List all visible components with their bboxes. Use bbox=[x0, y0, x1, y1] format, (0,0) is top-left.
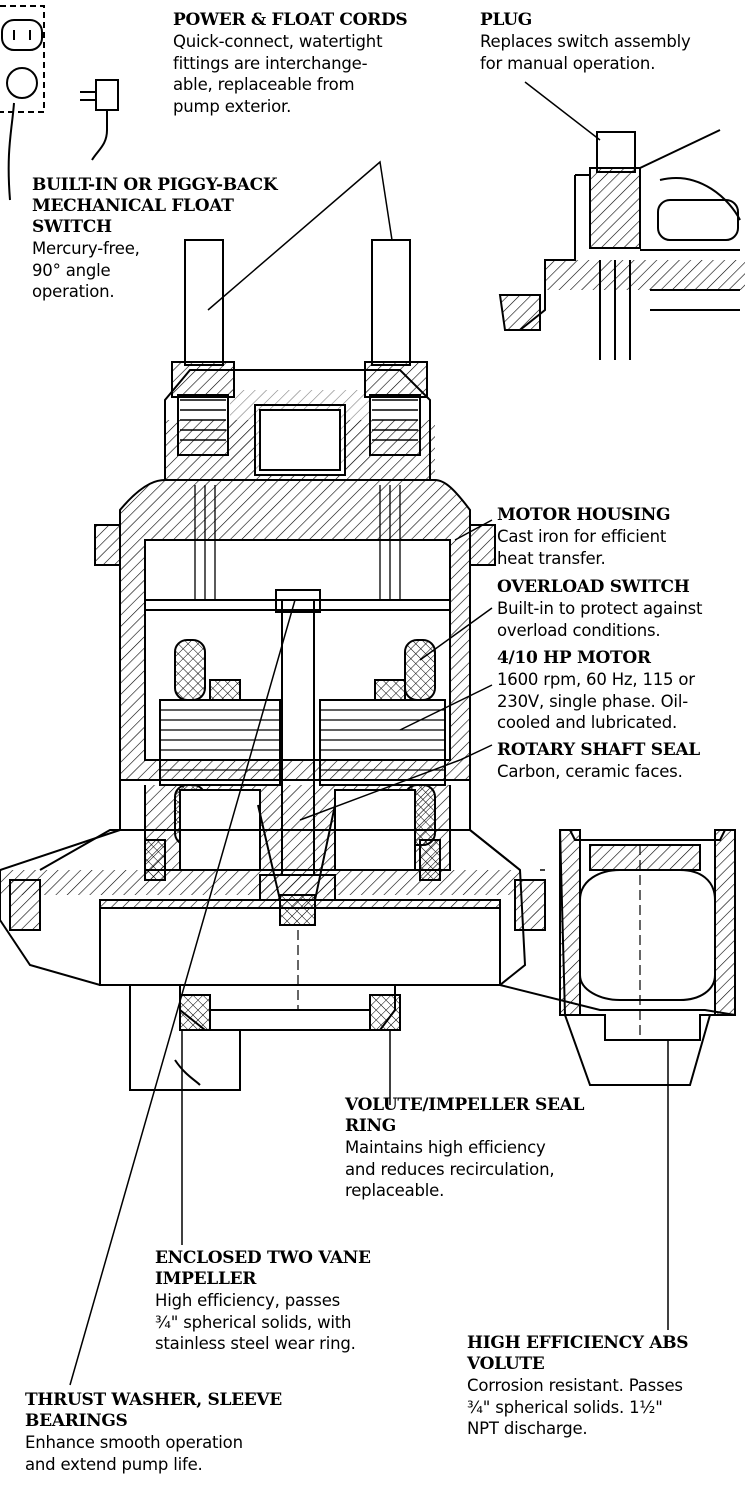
impeller-desc: High efficiency, passes ¾" spherical sol… bbox=[155, 1291, 356, 1353]
leader-lines bbox=[69, 81, 669, 1386]
label-plug: PLUG Replaces switch assembly for manual… bbox=[480, 10, 691, 74]
float-cord bbox=[371, 239, 411, 366]
label-float-switch: BUILT-IN OR PIGGY-BACK MECHANICAL FLOAT … bbox=[32, 175, 278, 303]
float-switch-desc: Mercury-free, 90° angle operation. bbox=[32, 239, 140, 301]
label-thrust-washer: THRUST WASHER, SLEEVE BEARINGS Enhance s… bbox=[25, 1390, 282, 1475]
volute-impeller-seal-title: VOLUTE/IMPELLER SEAL RING bbox=[345, 1095, 585, 1136]
label-rotary-shaft-seal: ROTARY SHAFT SEAL Carbon, ceramic faces. bbox=[497, 740, 700, 783]
power-float-cords-desc: Quick-connect, watertight fittings are i… bbox=[173, 32, 383, 116]
label-overload-switch: OVERLOAD SWITCH Built-in to protect agai… bbox=[497, 577, 702, 641]
discharge bbox=[499, 829, 736, 1086]
plug-inset bbox=[498, 129, 745, 360]
plug-desc: Replaces switch assembly for manual oper… bbox=[480, 32, 691, 73]
thrust-washer-title: THRUST WASHER, SLEEVE BEARINGS bbox=[25, 1390, 282, 1431]
volute-impeller-seal-desc: Maintains high efficiency and reduces re… bbox=[345, 1138, 555, 1200]
label-power-float-cords: POWER & FLOAT CORDS Quick-connect, water… bbox=[173, 10, 408, 117]
thrust-washer-desc: Enhance smooth operation and extend pump… bbox=[25, 1433, 243, 1474]
label-motor-housing: MOTOR HOUSING Cast iron for efficient he… bbox=[497, 505, 671, 569]
motor-title: 4/10 HP MOTOR bbox=[497, 648, 651, 668]
overload-switch-desc: Built-in to protect against overload con… bbox=[497, 599, 703, 640]
overload-switch-title: OVERLOAD SWITCH bbox=[497, 577, 690, 597]
rotary-shaft-seal-title: ROTARY SHAFT SEAL bbox=[497, 740, 700, 760]
power-float-cords-title: POWER & FLOAT CORDS bbox=[173, 10, 408, 30]
impeller-title: ENCLOSED TWO VANE IMPELLER bbox=[155, 1248, 371, 1289]
motor-desc: 1600 rpm, 60 Hz, 115 or 230V, single pha… bbox=[497, 670, 695, 732]
outlet-sketch bbox=[0, 5, 119, 201]
volute-title: HIGH EFFICIENCY ABS VOLUTE bbox=[467, 1333, 689, 1374]
motor-housing-desc: Cast iron for efficient heat transfer. bbox=[497, 527, 667, 568]
label-motor: 4/10 HP MOTOR 1600 rpm, 60 Hz, 115 or 23… bbox=[497, 648, 695, 734]
label-volute: HIGH EFFICIENCY ABS VOLUTE Corrosion res… bbox=[467, 1333, 689, 1440]
rotary-shaft-seal-desc: Carbon, ceramic faces. bbox=[497, 762, 683, 781]
label-volute-impeller-seal: VOLUTE/IMPELLER SEAL RING Maintains high… bbox=[345, 1095, 584, 1202]
float-switch-title: BUILT-IN OR PIGGY-BACK MECHANICAL FLOAT … bbox=[32, 175, 278, 237]
plug-title: PLUG bbox=[480, 10, 532, 30]
motor-housing-title: MOTOR HOUSING bbox=[497, 505, 671, 525]
label-impeller: ENCLOSED TWO VANE IMPELLER High efficien… bbox=[155, 1248, 371, 1355]
volute-desc: Corrosion resistant. Passes ¾" spherical… bbox=[467, 1376, 683, 1438]
